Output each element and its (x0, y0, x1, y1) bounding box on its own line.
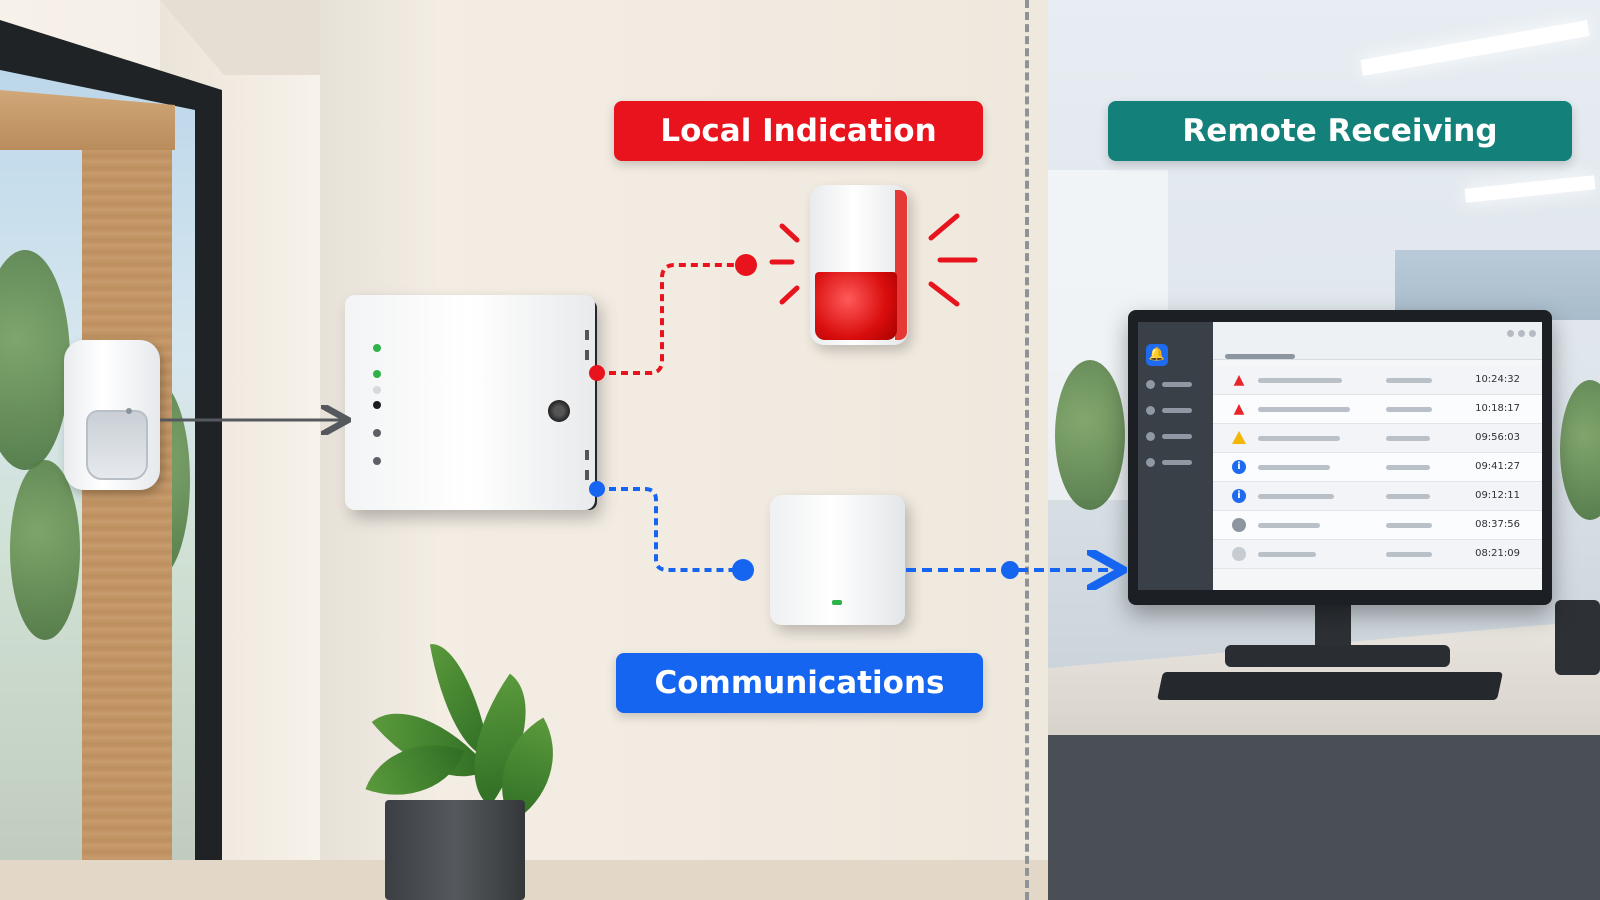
event-source-placeholder (1386, 523, 1432, 528)
status-led-dark (373, 401, 381, 409)
app-sidebar: 🔔 (1138, 322, 1213, 590)
status-icon (1232, 547, 1246, 561)
desk-phone (1555, 600, 1600, 675)
sidebar-item[interactable] (1146, 380, 1206, 390)
link-node (735, 254, 757, 276)
panel-lock-icon (548, 400, 570, 422)
communications-label: Communications (616, 653, 983, 713)
app-header (1213, 322, 1542, 360)
warning-icon (1232, 431, 1246, 444)
event-description-placeholder (1258, 465, 1330, 470)
vent (585, 470, 589, 480)
link-node (732, 559, 754, 581)
office-plant (1560, 380, 1600, 520)
sensor-led (126, 408, 132, 414)
status-led-grey (373, 429, 381, 437)
siren-alert-rays (769, 213, 978, 307)
motion-sensor (64, 340, 160, 490)
desk-cabinet (1048, 735, 1600, 900)
plant-pot (385, 800, 525, 900)
event-source-placeholder (1386, 552, 1432, 557)
event-time: 09:41:27 (1475, 461, 1520, 472)
event-source-placeholder (1386, 378, 1432, 383)
event-row[interactable]: ▲ 10:24:32 (1213, 366, 1542, 395)
event-time: 10:24:32 (1475, 374, 1520, 385)
vent (585, 350, 589, 360)
section-divider (1025, 0, 1029, 900)
communications-link (597, 487, 742, 572)
event-row[interactable]: 09:56:03 (1213, 424, 1542, 453)
event-source-placeholder (1386, 407, 1432, 412)
event-source-placeholder (1386, 465, 1430, 470)
status-led-green (373, 370, 381, 378)
info-icon: i (1232, 460, 1246, 474)
office-plant (1055, 360, 1125, 510)
status-led-grey (373, 457, 381, 465)
tree (0, 250, 70, 470)
status-icon (1232, 518, 1246, 532)
siren-red-lens (815, 272, 897, 340)
event-row[interactable]: 08:21:09 (1213, 540, 1542, 569)
siren-side (895, 190, 907, 340)
monitor-screen: 🔔 ▲ 10:24:32 ▲ 10:18:17 09:56:03 i 09:41:27 i 09… (1138, 322, 1542, 590)
monitor-stand-base (1225, 645, 1450, 667)
office-window (1395, 250, 1600, 320)
tree (10, 460, 80, 640)
event-row[interactable]: i 09:12:11 (1213, 482, 1542, 511)
wood-panel (82, 150, 172, 900)
local-indication-label: Local Indication (614, 101, 983, 161)
event-source-placeholder (1386, 494, 1430, 499)
event-list: ▲ 10:24:32 ▲ 10:18:17 09:56:03 i 09:41:27 i 09:1… (1213, 366, 1542, 569)
link-node (1001, 561, 1019, 579)
sidebar-item[interactable] (1146, 458, 1206, 468)
event-time: 08:21:09 (1475, 548, 1520, 559)
vent (585, 450, 589, 460)
event-description-placeholder (1258, 407, 1350, 412)
event-time: 09:56:03 (1475, 432, 1520, 443)
window-control-icon[interactable] (1529, 330, 1536, 337)
event-time: 09:12:11 (1475, 490, 1520, 501)
bell-icon[interactable]: 🔔 (1146, 344, 1168, 366)
header-title-placeholder (1225, 354, 1295, 359)
alarm-bell-icon: ▲ (1233, 401, 1245, 417)
communicator-module (770, 495, 905, 625)
local-indication-link (597, 263, 745, 375)
event-source-placeholder (1386, 436, 1430, 441)
event-description-placeholder (1258, 436, 1340, 441)
event-description-placeholder (1258, 552, 1316, 557)
event-description-placeholder (1258, 494, 1334, 499)
sensor-lens (86, 410, 148, 480)
communicator-led (832, 600, 842, 605)
event-description-placeholder (1258, 378, 1342, 383)
link-node (589, 365, 605, 381)
sidebar-item[interactable] (1146, 406, 1206, 416)
sidebar-item[interactable] (1146, 432, 1206, 442)
status-led-off (373, 386, 381, 394)
event-row[interactable]: ▲ 10:18:17 (1213, 395, 1542, 424)
window-control-icon[interactable] (1518, 330, 1525, 337)
alarm-bell-icon: ▲ (1233, 372, 1245, 388)
window-control-icon[interactable] (1507, 330, 1514, 337)
status-led-green (373, 344, 381, 352)
event-time: 10:18:17 (1475, 403, 1520, 414)
event-time: 08:37:56 (1475, 519, 1520, 530)
event-row[interactable]: i 09:41:27 (1213, 453, 1542, 482)
remote-receiving-label: Remote Receiving (1108, 101, 1572, 161)
link-node (589, 481, 605, 497)
event-description-placeholder (1258, 523, 1320, 528)
floor (0, 860, 1050, 900)
event-row[interactable]: 08:37:56 (1213, 511, 1542, 540)
info-icon: i (1232, 489, 1246, 503)
vent (585, 330, 589, 340)
